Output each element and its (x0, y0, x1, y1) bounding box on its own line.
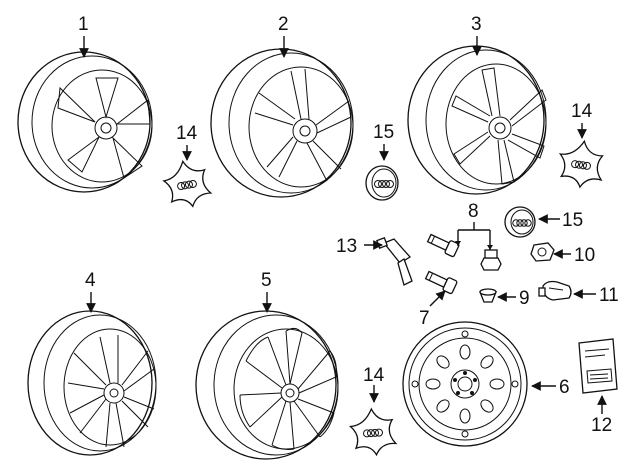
wheel-4[interactable] (27, 310, 157, 456)
center-cap-14a[interactable] (161, 158, 213, 211)
callout-15b: 15 (562, 210, 583, 231)
wheel-5[interactable] (195, 310, 339, 460)
center-cap-14c[interactable] (348, 407, 398, 457)
spare-wheel-icon (411, 330, 519, 438)
callout-3: 3 (471, 14, 482, 35)
lug-bolt-icon (424, 270, 458, 295)
callout-10: 10 (574, 245, 595, 266)
emblem-icon (374, 180, 394, 188)
emblem-icon (177, 179, 197, 191)
callout-14b: 14 (571, 101, 593, 122)
wheel-icon (451, 67, 547, 185)
lug-nut-8[interactable] (480, 249, 502, 271)
tpms-sensor-11[interactable] (538, 280, 572, 301)
center-cap-icon (348, 407, 398, 457)
callout-12: 12 (591, 415, 612, 436)
wheel-icon (67, 335, 155, 448)
wheel-2[interactable] (210, 48, 354, 198)
wheel-icon (239, 327, 337, 450)
valve-cap-9[interactable] (479, 288, 497, 303)
callout-6: 6 (559, 377, 570, 398)
callout-7: 7 (419, 308, 430, 329)
valve-stem-icon (376, 237, 413, 286)
wheel-icon (254, 68, 352, 182)
leader-8 (457, 222, 491, 250)
lug-bolt-7[interactable] (424, 269, 458, 295)
center-cap-14b[interactable] (556, 138, 606, 190)
wheel-3[interactable] (407, 45, 547, 195)
label-card-12[interactable] (578, 338, 618, 394)
callout-2: 2 (278, 14, 289, 35)
callout-14a: 14 (176, 123, 198, 144)
callout-11: 11 (599, 285, 619, 306)
wheel-1[interactable] (17, 51, 153, 193)
label-card-icon (578, 338, 618, 394)
callout-8: 8 (468, 201, 479, 222)
emblem-icon (571, 160, 591, 170)
center-cap-icon (162, 159, 213, 208)
lug-bolt-icon (426, 233, 460, 258)
wheel-icon (57, 77, 151, 179)
emblem-icon (512, 219, 532, 227)
tpms-sensor-icon (538, 280, 572, 301)
lug-bolt-8[interactable] (426, 232, 460, 258)
emblem-icon (363, 428, 383, 438)
callout-4: 4 (85, 270, 96, 291)
callout-1: 1 (78, 14, 89, 35)
spare-wheel-6[interactable] (402, 321, 528, 447)
emblem-cap-15b[interactable] (504, 206, 536, 238)
nut-10[interactable] (530, 242, 555, 262)
callout-14c: 14 (363, 365, 385, 386)
callout-9: 9 (519, 288, 530, 309)
lug-nut-icon (480, 249, 502, 271)
callout-15a: 15 (373, 122, 394, 143)
emblem-cap-15a[interactable] (365, 165, 399, 201)
callout-5: 5 (261, 270, 272, 291)
callout-13: 13 (336, 236, 357, 257)
tpms-valve-13[interactable] (376, 237, 413, 286)
center-cap-icon (558, 139, 604, 189)
leader-7 (429, 290, 446, 307)
